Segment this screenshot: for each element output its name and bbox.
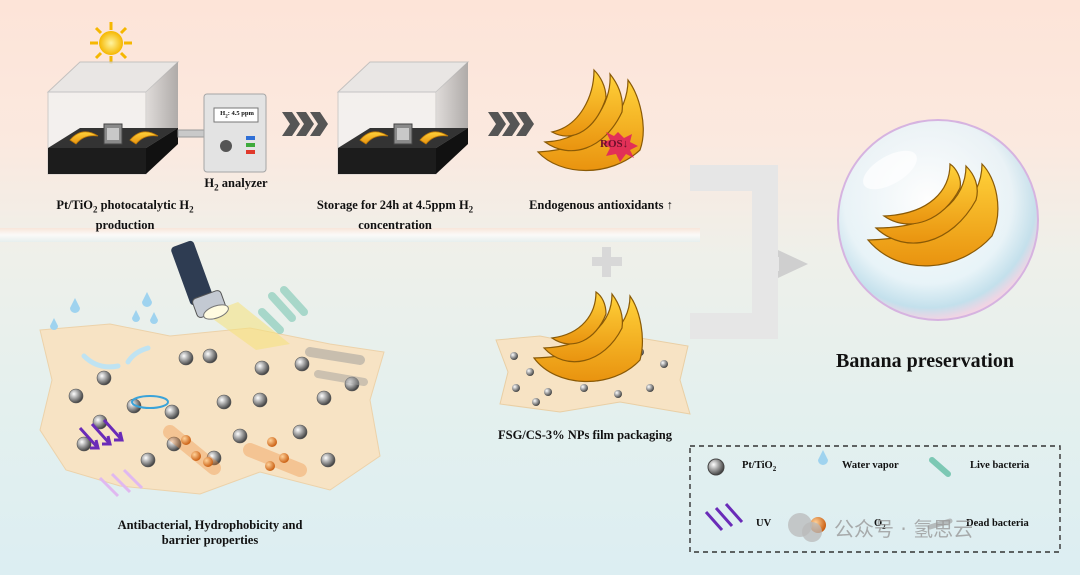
- film-label: FSG/CS-3% NPs film packaging: [498, 428, 672, 442]
- legend-pt-tio2-icon: [707, 458, 725, 476]
- section-divider: [0, 228, 700, 242]
- properties-label: Antibacterial, Hydrophobicity and barrie…: [117, 518, 303, 547]
- legend-water-vapor-icon: [818, 450, 828, 465]
- film-mechanism: [39, 323, 385, 495]
- legend-box: [689, 445, 1061, 553]
- banana-bunch-treated: [536, 68, 644, 172]
- analyzer-screen-readout: H2: 4.5 ppm: [220, 110, 254, 120]
- uv-arrows-icon: [78, 418, 124, 450]
- o2-particles: [163, 425, 307, 477]
- analyzer-label: H2 analyzer: [204, 176, 268, 193]
- dead-bacteria-icon: [305, 347, 368, 386]
- production-label: Pt/TiO2 photocatalytic H2 production: [56, 198, 194, 232]
- legend-live-bacteria-icon: [929, 457, 951, 477]
- combine-bracket: [690, 165, 778, 339]
- ros-burst-icon: [602, 132, 638, 162]
- storage-chamber: [336, 61, 470, 175]
- water-splash-icon: [131, 395, 169, 409]
- legend-pt-tio2: Pt/TiO2: [742, 460, 777, 474]
- result-label: Banana preservation: [836, 350, 1014, 372]
- uv-reflected-arrows: [98, 468, 144, 498]
- h2-analyzer: [203, 93, 267, 173]
- watermark: 公众号 · 氢思云: [834, 517, 974, 541]
- legend-dead-bacteria-icon: [927, 518, 953, 530]
- plus-icon: [592, 247, 622, 277]
- result-arrow: [778, 250, 808, 278]
- antioxidants-label: Endogenous antioxidants ↑: [529, 198, 673, 212]
- legend-uv: UV: [756, 518, 772, 529]
- preserved-banana-bubble: [837, 119, 1039, 321]
- legend-o2: O2: [874, 518, 886, 532]
- storage-label: Storage for 24h at 4.5ppm H2 concentrati…: [316, 198, 474, 232]
- gas-pipe: [177, 129, 207, 138]
- legend-uv-icon: [704, 503, 744, 531]
- watermark-logo-icon: [788, 513, 822, 542]
- legend-dead-bacteria: Dead bacteria: [966, 518, 1029, 529]
- film-packaging: [495, 290, 691, 415]
- water-droplets: [50, 292, 158, 330]
- live-bacteria-icon: [258, 286, 308, 334]
- ros-label: ROS↓: [600, 138, 629, 150]
- legend-water-vapor: Water vapor: [842, 460, 899, 471]
- process-arrow-1: [282, 112, 328, 136]
- sun-icon: [90, 22, 132, 64]
- process-arrow-2: [488, 112, 534, 136]
- legend-live-bacteria: Live bacteria: [970, 460, 1030, 471]
- photocatalytic-chamber: [46, 61, 180, 175]
- uv-flashlight: [171, 240, 290, 350]
